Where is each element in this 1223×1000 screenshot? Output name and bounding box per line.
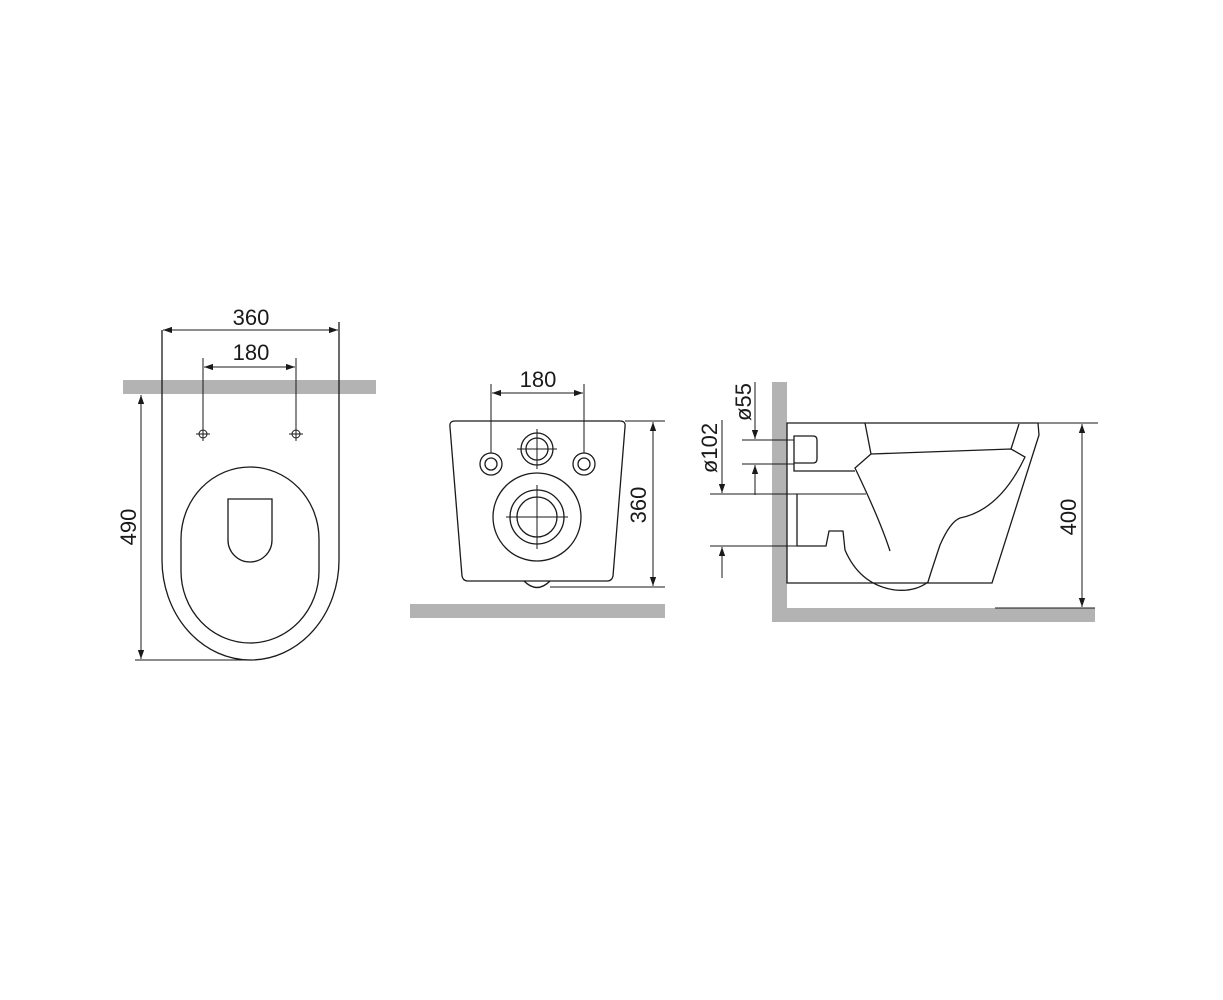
label-width: 360 [233, 305, 270, 330]
water-inlet-spigot [793, 435, 855, 472]
bowl-inner-front [854, 422, 891, 552]
extension-lines [710, 422, 1098, 609]
label-height: 360 [626, 487, 651, 524]
bowl-outline [786, 422, 1040, 584]
wall-and-floor [772, 382, 1095, 622]
floor [410, 604, 665, 618]
hole-right [572, 452, 596, 476]
label-mount-height: 400 [1056, 499, 1081, 536]
label-hole-spacing: 180 [520, 367, 557, 392]
bowl-back-outline [449, 420, 626, 582]
label-drain-diameter: ø102 [697, 423, 722, 473]
hole-left [479, 452, 503, 476]
label-hole-spacing: 180 [233, 340, 270, 365]
top-view: 360 180 490 [116, 305, 376, 661]
label-depth: 490 [116, 509, 141, 546]
bowl-inner-trap [797, 448, 1026, 591]
side-view: ø55 ø102 400 [697, 382, 1098, 622]
seat-outline [180, 466, 320, 644]
wall [123, 380, 376, 394]
drain-outlet [492, 472, 582, 562]
front-view: 180 360 [410, 367, 665, 618]
rim-line [1010, 423, 1020, 450]
water-inlet [517, 429, 557, 469]
mounting-hole-left [196, 358, 210, 441]
bowl-outline [161, 322, 340, 661]
bowl-opening [227, 498, 273, 563]
mounting-hole-right [289, 358, 303, 441]
extension-lines [490, 384, 665, 588]
label-outlet-diameter: ø55 [731, 383, 756, 421]
bottom-bump [523, 580, 551, 589]
